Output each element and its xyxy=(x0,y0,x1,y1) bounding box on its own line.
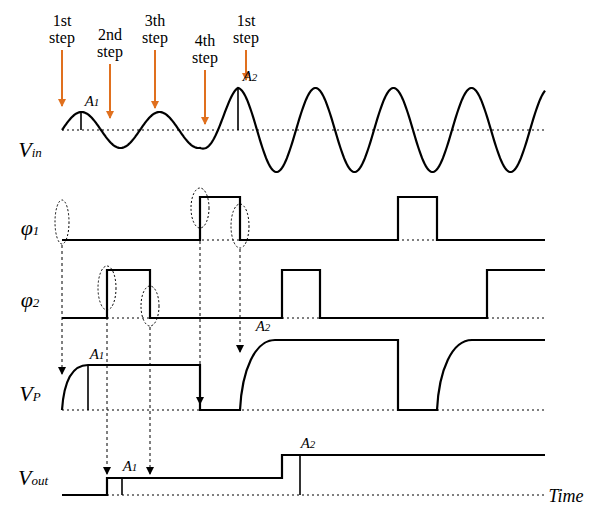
signal-name: φ1 xyxy=(21,217,40,239)
step-label: 1st step xyxy=(228,13,264,47)
step-label: 1st step xyxy=(44,13,80,47)
amplitude-label: A2 xyxy=(256,319,271,334)
event-arrows xyxy=(62,229,240,474)
amplitude-label: A2 xyxy=(301,436,316,451)
amplitude-label: A1 xyxy=(90,347,105,362)
signal-name: Vout xyxy=(18,467,48,489)
baselines xyxy=(62,130,545,495)
step-label: 4th step xyxy=(187,33,223,67)
amplitude-label: A1 xyxy=(85,94,100,109)
digital-waves xyxy=(62,197,545,495)
amplitude-markers xyxy=(81,88,300,495)
step-arrows xyxy=(62,50,246,124)
axis-label: Time xyxy=(548,487,583,505)
signal-name: Vin xyxy=(18,139,42,161)
signal-name: φ2 xyxy=(21,289,40,311)
step-label: 2nd step xyxy=(92,27,128,61)
step-label: 3th step xyxy=(137,13,173,47)
amplitude-label: A2 xyxy=(243,69,258,84)
signal-name: VP xyxy=(19,383,40,405)
amplitude-label: A1 xyxy=(123,459,138,474)
event-ellipses xyxy=(55,188,249,326)
input-sine xyxy=(62,88,545,172)
